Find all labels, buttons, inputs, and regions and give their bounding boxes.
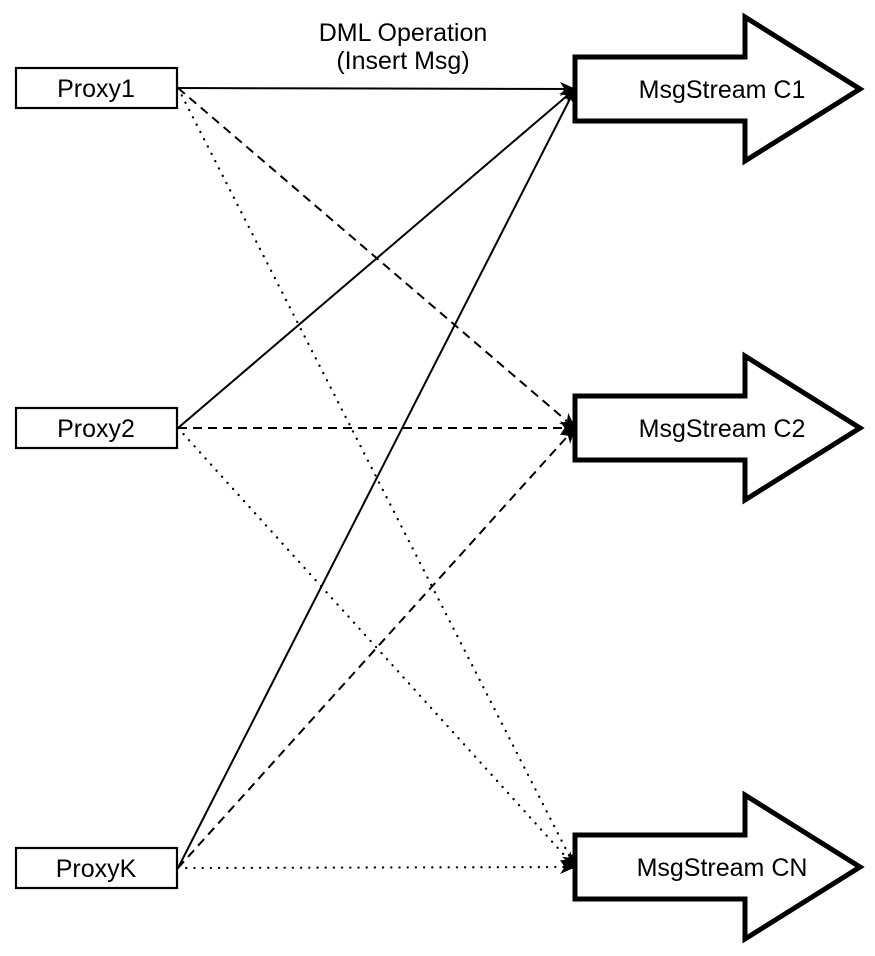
dml-operation-label-line1: DML Operation	[319, 19, 488, 47]
msgstream-c2-node: MsgStream C2	[572, 351, 865, 505]
msgstream-c1-label: MsgStream C1	[639, 76, 806, 104]
edges-layer	[176, 81, 577, 875]
block-arrow-shape	[572, 12, 865, 166]
dml-operation-label: DML Operation (Insert Msg)	[319, 19, 488, 75]
dml-operation-label-line2: (Insert Msg)	[336, 47, 469, 75]
edge-proxy1-c1-solid	[177, 81, 576, 96]
proxy1-box	[14, 66, 179, 110]
msgstream-cn-node: MsgStream CN	[572, 790, 865, 944]
proxyk-node: ProxyK	[14, 846, 179, 890]
proxy1-label: Proxy1	[57, 75, 135, 103]
edge-proxyk-c2-dashed	[177, 427, 576, 869]
proxyk-label: ProxyK	[56, 855, 137, 883]
msgstream-c2-label: MsgStream C2	[639, 415, 806, 443]
edge-proxy2-c1-solid	[177, 88, 576, 429]
proxy2-node: Proxy2	[14, 406, 179, 450]
msgstream-cn-label: MsgStream CN	[637, 854, 808, 882]
block-arrow-shape	[572, 790, 865, 944]
proxy1-node: Proxy1	[14, 66, 179, 110]
edge-proxyk-c1-solid	[177, 88, 576, 869]
edge-proxyk-cn-dotted	[176, 860, 577, 875]
edge-proxy2-cn-dotted	[176, 426, 577, 869]
msgstream-c1-node: MsgStream C1	[572, 12, 865, 166]
proxy2-label: Proxy2	[57, 415, 135, 443]
block-arrow-shape	[572, 351, 865, 505]
